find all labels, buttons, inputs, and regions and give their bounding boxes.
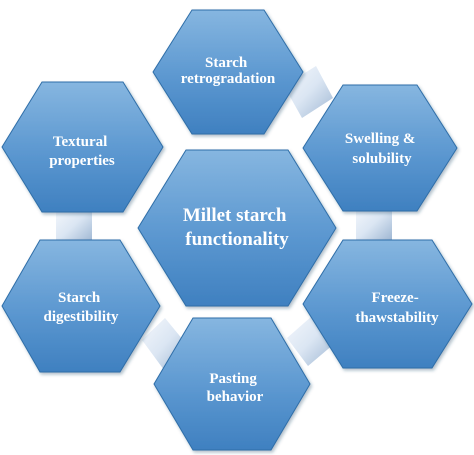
hex-label: thawstability xyxy=(355,310,439,326)
hexagon-retrogradation: Starch retrogradation xyxy=(152,9,304,135)
connector-digestibility-textural xyxy=(56,208,92,242)
center-label: Millet starch xyxy=(183,205,287,226)
hexagon-freeze: Freeze- thawstability xyxy=(302,239,473,369)
hex-label: behavior xyxy=(207,389,264,405)
hex-label: Swelling & xyxy=(345,131,415,147)
hex-label: Freeze- xyxy=(372,290,419,306)
hex-label: digestibility xyxy=(43,309,119,325)
hex-label: properties xyxy=(49,153,115,169)
hexagon-center: Millet starch functionality xyxy=(137,149,337,307)
hex-label: Textural xyxy=(53,134,107,150)
hex-label: retrogradation xyxy=(181,71,276,87)
svg-text:Swelling & solubility: Swelling & solubility xyxy=(345,131,419,167)
hexagon-digestibility: Starch digestibility xyxy=(1,239,161,373)
hex-label: Starch xyxy=(205,55,248,71)
svg-text:Millet starch function: Millet starch functionality xyxy=(183,205,291,250)
svg-text:Starch digestibility: Starch digestibility xyxy=(43,290,119,325)
svg-text:Freeze- thawstability: Freeze- thawstability xyxy=(355,290,439,326)
connector-freeze-pasting xyxy=(287,316,334,366)
hex-label: solubility xyxy=(352,151,412,167)
svg-text:Starch retrogradation: Starch retrogradation xyxy=(181,55,276,87)
hexagon-pasting: Pasting behavior xyxy=(153,317,311,451)
center-label: functionality xyxy=(185,229,289,250)
svg-text:Pasting behavior: Pasting behavior xyxy=(207,371,264,405)
hexagon-swelling: Swelling & solubility xyxy=(302,84,458,212)
hex-label: Pasting xyxy=(209,371,257,387)
svg-text:Textural properties: Textural properties xyxy=(49,134,115,169)
hex-label: Starch xyxy=(58,290,101,306)
hexagon-textural: Textural properties xyxy=(1,81,164,213)
connector-swelling-freeze xyxy=(356,206,392,240)
